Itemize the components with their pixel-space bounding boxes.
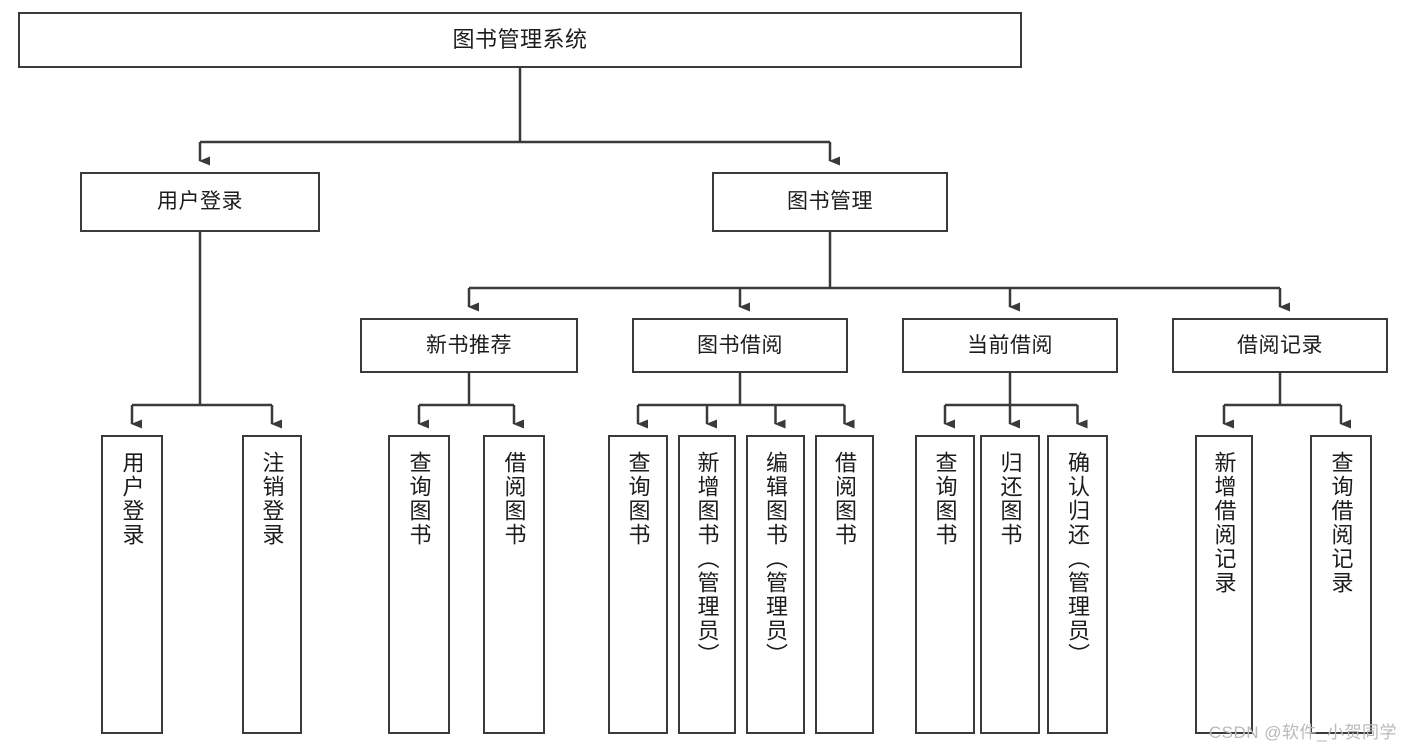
node-label: 用户登录 — [157, 190, 243, 214]
node-bookmgmt[interactable]: 图书管理 — [712, 172, 948, 232]
node-leaf-login-2[interactable]: 注销登录 — [242, 435, 302, 734]
node-label: 查询图书 — [625, 451, 651, 547]
node-records[interactable]: 借阅记录 — [1172, 318, 1388, 373]
node-current[interactable]: 当前借阅 — [902, 318, 1118, 373]
watermark-label: CSDN @软件_小贺同学 — [1208, 723, 1397, 742]
node-borrow[interactable]: 图书借阅 — [632, 318, 848, 373]
node-label: 借阅图书 — [832, 451, 858, 547]
node-label: 图书管理 — [787, 190, 873, 214]
node-label: 借阅图书 — [501, 451, 527, 547]
node-label: 查询图书 — [406, 451, 432, 547]
node-label: 新增图书（管理员） — [694, 451, 720, 667]
node-root[interactable]: 图书管理系统 — [18, 12, 1022, 68]
node-label: 新增借阅记录 — [1211, 451, 1237, 595]
node-label: 查询借阅记录 — [1328, 451, 1354, 595]
node-leaf-bor-1[interactable]: 查询图书 — [608, 435, 668, 734]
node-leaf-bor-4[interactable]: 借阅图书 — [815, 435, 874, 734]
node-leaf-new-1[interactable]: 查询图书 — [388, 435, 450, 734]
node-label: 图书借阅 — [697, 333, 783, 357]
node-leaf-bor-2[interactable]: 新增图书（管理员） — [678, 435, 736, 734]
node-leaf-rec-2[interactable]: 查询借阅记录 — [1310, 435, 1372, 734]
node-label: 注销登录 — [259, 451, 285, 547]
node-label: 确认归还（管理员） — [1065, 451, 1091, 667]
node-label: 查询图书 — [932, 451, 958, 547]
node-label: 用户登录 — [119, 451, 145, 547]
node-leaf-cur-2[interactable]: 归还图书 — [980, 435, 1040, 734]
node-login[interactable]: 用户登录 — [80, 172, 320, 232]
node-newbook[interactable]: 新书推荐 — [360, 318, 578, 373]
node-label: 归还图书 — [997, 451, 1023, 547]
node-leaf-rec-1[interactable]: 新增借阅记录 — [1195, 435, 1253, 734]
node-label: 当前借阅 — [967, 333, 1053, 357]
node-leaf-cur-1[interactable]: 查询图书 — [915, 435, 975, 734]
node-leaf-login-1[interactable]: 用户登录 — [101, 435, 163, 734]
node-leaf-cur-3[interactable]: 确认归还（管理员） — [1047, 435, 1108, 734]
node-label: 新书推荐 — [426, 333, 512, 357]
node-label: 编辑图书（管理员） — [763, 451, 789, 667]
node-label: 借阅记录 — [1237, 333, 1323, 357]
node-leaf-new-2[interactable]: 借阅图书 — [483, 435, 545, 734]
node-label: 图书管理系统 — [452, 26, 588, 52]
node-leaf-bor-3[interactable]: 编辑图书（管理员） — [746, 435, 805, 734]
